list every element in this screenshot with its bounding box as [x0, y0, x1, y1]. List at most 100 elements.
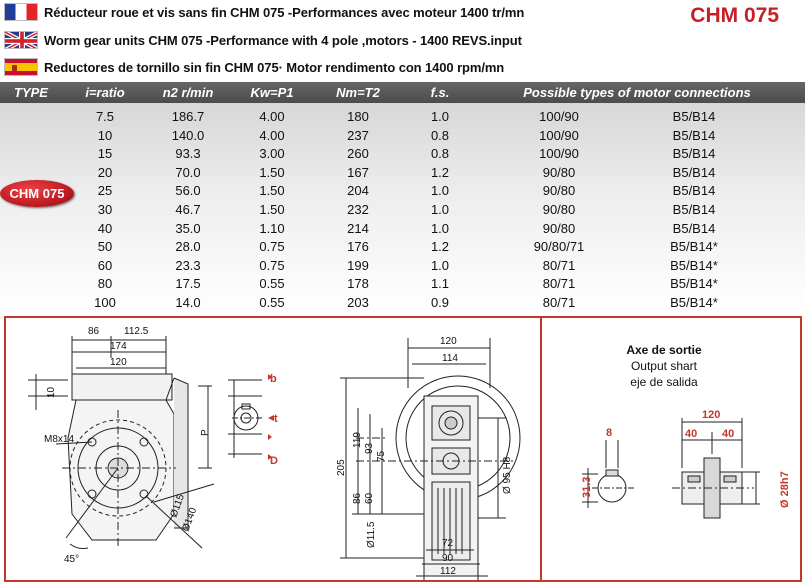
cell-fs: 1.0: [430, 220, 450, 236]
front-view-drawing: 86 112.5 174 120 10 M8x14 45° Ø115 Ø140 …: [28, 326, 278, 565]
page-title: CHM 075: [690, 4, 779, 27]
cell-nm: 176: [347, 239, 369, 255]
france-flag-icon: [4, 3, 38, 21]
cell-kw: 1.50: [259, 164, 285, 180]
cell-kw: 0.75: [259, 239, 285, 255]
col-connections: Possible types of motor connections: [523, 85, 751, 100]
cell-motor: 100/90: [539, 127, 579, 143]
shaft-title: Axe de sortie: [626, 343, 702, 357]
cell-motor: 90/80/71: [533, 239, 585, 255]
cell-nm: 237: [347, 127, 369, 143]
cell-kw: 1.50: [259, 183, 285, 199]
cell-nm: 180: [347, 109, 369, 124]
cell-n2: 23.3: [175, 257, 201, 273]
cell-kw: 3.00: [259, 146, 285, 162]
dim-P: P: [200, 429, 211, 436]
dim-86: 86: [88, 326, 100, 337]
cell-n2: 140.0: [171, 127, 205, 143]
cell-kw: 0.55: [259, 295, 285, 310]
cell-flange: B5/B14: [672, 127, 716, 143]
cell-kw: 1.10: [259, 220, 285, 236]
type-badge: CHM 075: [0, 180, 74, 207]
shaft-drawing: Axe de sortie Output shart eje de salida: [581, 343, 791, 519]
cell-nm: 178: [347, 276, 369, 292]
cell-nm: 204: [347, 183, 369, 199]
dim-thread: M8x14: [44, 434, 74, 445]
cell-fs: 1.2: [430, 164, 450, 180]
cell-flange: B5/B14: [672, 164, 716, 180]
cell-nm: 260: [347, 146, 369, 162]
shaft-subtitle-en: Output shart: [631, 359, 698, 373]
shaft-dim-total: 120: [702, 409, 720, 421]
cell-flange: B5/B14*: [670, 239, 718, 255]
side-view-drawing: 120 114 205 119 93 75 86 60 Ø11.5 72 90 …: [336, 336, 521, 580]
cell-motor: 90/80: [542, 220, 576, 236]
dim-D: D: [270, 455, 278, 467]
cell-fs: 0.9: [430, 295, 450, 310]
cell-nm: 214: [347, 220, 369, 236]
cell-kw: 0.55: [259, 276, 285, 292]
cell-fs: 1.0: [430, 183, 450, 199]
dim-side-119: 119: [352, 432, 363, 448]
dim-b: b: [270, 373, 277, 385]
cell-ratio: 60: [97, 257, 113, 273]
cell-motor: 90/80: [542, 202, 576, 217]
shaft-dim-key: 8: [606, 427, 612, 439]
cell-n2: 93.3: [175, 146, 201, 162]
dim-side-112: 112: [440, 566, 456, 577]
cell-nm: 203: [347, 295, 369, 310]
cell-n2: 70.0: [175, 164, 201, 180]
cell-ratio: 10: [97, 127, 113, 143]
cell-n2: 46.7: [175, 202, 201, 217]
cell-ratio: 7.5: [95, 109, 115, 124]
table-header: TYPE i=ratio n2 r/min Kw=P1 Nm=T2 f.s. P…: [0, 82, 805, 103]
cell-flange: B5/B14: [672, 183, 716, 199]
cell-flange: B5/B14: [672, 109, 716, 124]
drawing-front-frame: 86 112.5 174 120 10 M8x14 45° Ø115 Ø140 …: [4, 316, 316, 582]
shaft-dim-right: 40: [722, 428, 734, 440]
dim-side-72: 72: [442, 538, 454, 549]
dim-side-75: 75: [376, 450, 387, 462]
dim-side-dia95: Ø 95 H8: [502, 456, 513, 494]
cell-flange: B5/B14*: [670, 257, 718, 273]
col-fs: f.s.: [430, 85, 450, 100]
cell-flange: B5/B14: [672, 146, 716, 162]
cell-ratio: 15: [97, 146, 113, 162]
cell-flange: B5/B14: [672, 220, 716, 236]
dim-angle: 45°: [64, 554, 79, 565]
drawing-shaft-frame: Axe de sortie Output shart eje de salida: [540, 316, 802, 582]
cell-nm: 232: [347, 202, 369, 217]
header-text-en: Worm gear units CHM 075 -Performance wit…: [44, 32, 522, 48]
dim-120: 120: [110, 357, 127, 368]
cell-fs: 1.2: [430, 239, 450, 255]
dim-side-11-5: Ø11.5: [366, 521, 377, 548]
dim-112-5: 112.5: [124, 326, 149, 337]
cell-n2: 14.0: [175, 295, 201, 310]
header-text-es: Reductores de tornillo sin fin CHM 075· …: [44, 59, 505, 75]
drawing-side-frame: 120 114 205 119 93 75 86 60 Ø11.5 72 90 …: [316, 316, 540, 582]
dim-side-114: 114: [442, 353, 458, 364]
cell-kw: 4.00: [259, 109, 285, 124]
shaft-dim-height: 31.3: [581, 477, 593, 498]
cell-flange: B5/B14: [672, 202, 716, 217]
cell-fs: 1.0: [430, 109, 450, 124]
cell-flange: B5/B14*: [670, 276, 718, 292]
dim-side-120: 120: [440, 336, 457, 347]
cell-ratio: 25: [97, 183, 113, 199]
uk-flag-icon: [4, 31, 38, 49]
dim-side-60: 60: [364, 492, 375, 504]
cell-n2: 56.0: [175, 183, 201, 199]
shaft-subtitle-es: eje de salida: [630, 375, 698, 389]
cell-n2: 17.5: [175, 276, 201, 292]
